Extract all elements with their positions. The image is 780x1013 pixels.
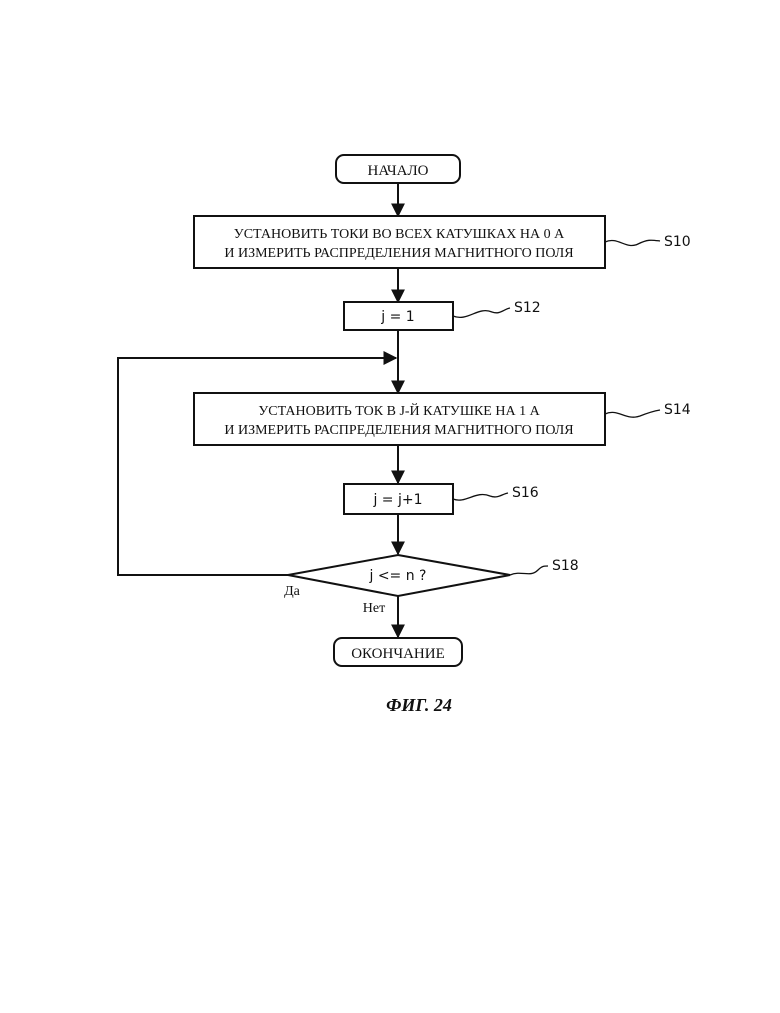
step-s10-line2: И ИЗМЕРИТЬ РАСПРЕДЕЛЕНИЯ МАГНИТНОГО ПОЛЯ [224, 246, 573, 261]
end-label: ОКОНЧАНИЕ [351, 646, 445, 662]
step-s14-ref: S14 [664, 402, 691, 418]
decision-s18-text: j <= n ? [368, 568, 426, 584]
step-s16-text: j = j+1 [372, 492, 422, 508]
step-s16: j = j+1 S16 [344, 484, 539, 514]
step-s12-text: j = 1 [380, 309, 414, 325]
loop-back-yes-arrow [118, 358, 396, 575]
s12-leader-line [453, 308, 510, 317]
figure-caption: ФИГ. 24 [386, 695, 452, 715]
decision-s18-ref: S18 [552, 558, 579, 574]
start-terminal: НАЧАЛО [336, 155, 460, 183]
step-s10: УСТАНОВИТЬ ТОКИ ВО ВСЕХ КАТУШКАХ НА 0 А … [194, 216, 691, 268]
start-label: НАЧАЛО [368, 163, 429, 179]
step-s12-ref: S12 [514, 300, 541, 316]
s10-leader-line [605, 240, 660, 245]
step-s12: j = 1 S12 [344, 300, 541, 330]
step-s14: УСТАНОВИТЬ ТОК В J-Й КАТУШКЕ НА 1 А И ИЗ… [194, 393, 691, 445]
step-s14-line1: УСТАНОВИТЬ ТОК В J-Й КАТУШКЕ НА 1 А [258, 402, 540, 419]
s14-leader-line [605, 410, 660, 417]
decision-s18: j <= n ? S18 Да Нет [284, 555, 579, 616]
decision-no-label: Нет [363, 601, 385, 616]
end-terminal: ОКОНЧАНИЕ [334, 638, 462, 666]
s16-leader-line [453, 493, 508, 500]
step-s14-line2: И ИЗМЕРИТЬ РАСПРЕДЕЛЕНИЯ МАГНИТНОГО ПОЛЯ [224, 423, 573, 438]
decision-yes-label: Да [284, 584, 301, 599]
step-s10-line1: УСТАНОВИТЬ ТОКИ ВО ВСЕХ КАТУШКАХ НА 0 А [234, 227, 565, 242]
s18-leader-line [510, 566, 548, 575]
step-s16-ref: S16 [512, 485, 539, 501]
step-s10-ref: S10 [664, 234, 691, 250]
